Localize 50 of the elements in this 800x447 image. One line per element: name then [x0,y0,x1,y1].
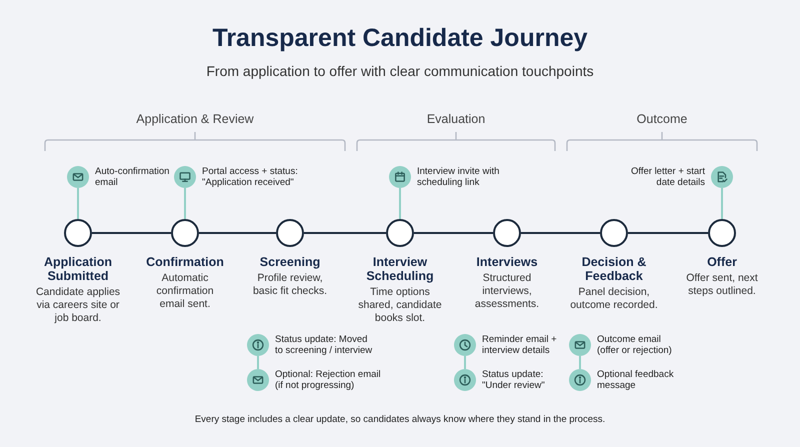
stage-circle [493,219,521,247]
stage-title: Screening [258,255,322,269]
stage-title: Interview Scheduling [365,255,435,283]
stage-circle [600,219,628,247]
stage-title: Confirmation [145,255,225,269]
connector-line [257,356,259,369]
touchpoint-text: Auto-confirmation email [95,166,170,188]
connector-line [304,232,386,234]
touchpoint-text: Status update: "Under review" [482,369,546,391]
connector-line [414,232,493,234]
stage-title: Decision & Feedback [580,255,648,283]
connector-line [628,232,708,234]
stage-title: Application Submitted [42,255,114,283]
stage-description: Profile review, basic fit checks. [252,272,328,298]
stage-description: Automatic confirmation email sent. [155,272,215,311]
stage-circle [708,219,736,247]
phase-label: Outcome [636,112,688,126]
touchpoint-text: Optional: Rejection email (if not progressing) [275,369,382,391]
stage-description: Time options shared, candidate books slot. [357,286,443,325]
stage-title: Offer [706,255,738,269]
touchpoint-text: Portal access + status: "Application received" [202,166,299,188]
connector-line [579,356,581,369]
touchpoint-text: Status update: Moved to screening / interview [275,334,374,356]
touchpoint-text: Offer letter + start date details [630,166,705,188]
stage-circle [276,219,304,247]
connector-line [199,232,276,234]
stage-description: Candidate applies via careers site or job board. [34,286,122,325]
stage-circle [64,219,92,247]
title: Transparent Candidate Journey [211,24,589,53]
phase-label: Evaluation [426,112,486,126]
stage-circle [171,219,199,247]
stage-description: Offer sent, next steps outlined. [685,272,759,298]
connector-line [399,188,401,219]
phase-label: Application & Review [135,112,255,126]
stage-title: Interviews [475,255,539,269]
touchpoint-text: Optional feedback message [597,369,675,391]
stage-circle [386,219,414,247]
connector-line [184,188,186,219]
connector-line [77,188,79,219]
footnote: Every stage includes a clear update, so candidates always know where they stand in the process. [194,414,606,425]
stage-description: Structured interviews, assessments. [474,272,540,311]
touchpoint-text: Outcome email (offer or rejection) [597,334,673,356]
touchpoint-text: Interview invite with scheduling link [417,166,500,188]
stage-description: Panel decision, outcome recorded. [569,286,659,312]
connector-line [721,188,723,219]
touchpoint-text: Reminder email + interview details [482,334,558,356]
connector-line [464,356,466,369]
connector-line [92,232,171,234]
subtitle: From application to offer with clear communication touchpoints [205,63,595,79]
connector-line [521,232,600,234]
